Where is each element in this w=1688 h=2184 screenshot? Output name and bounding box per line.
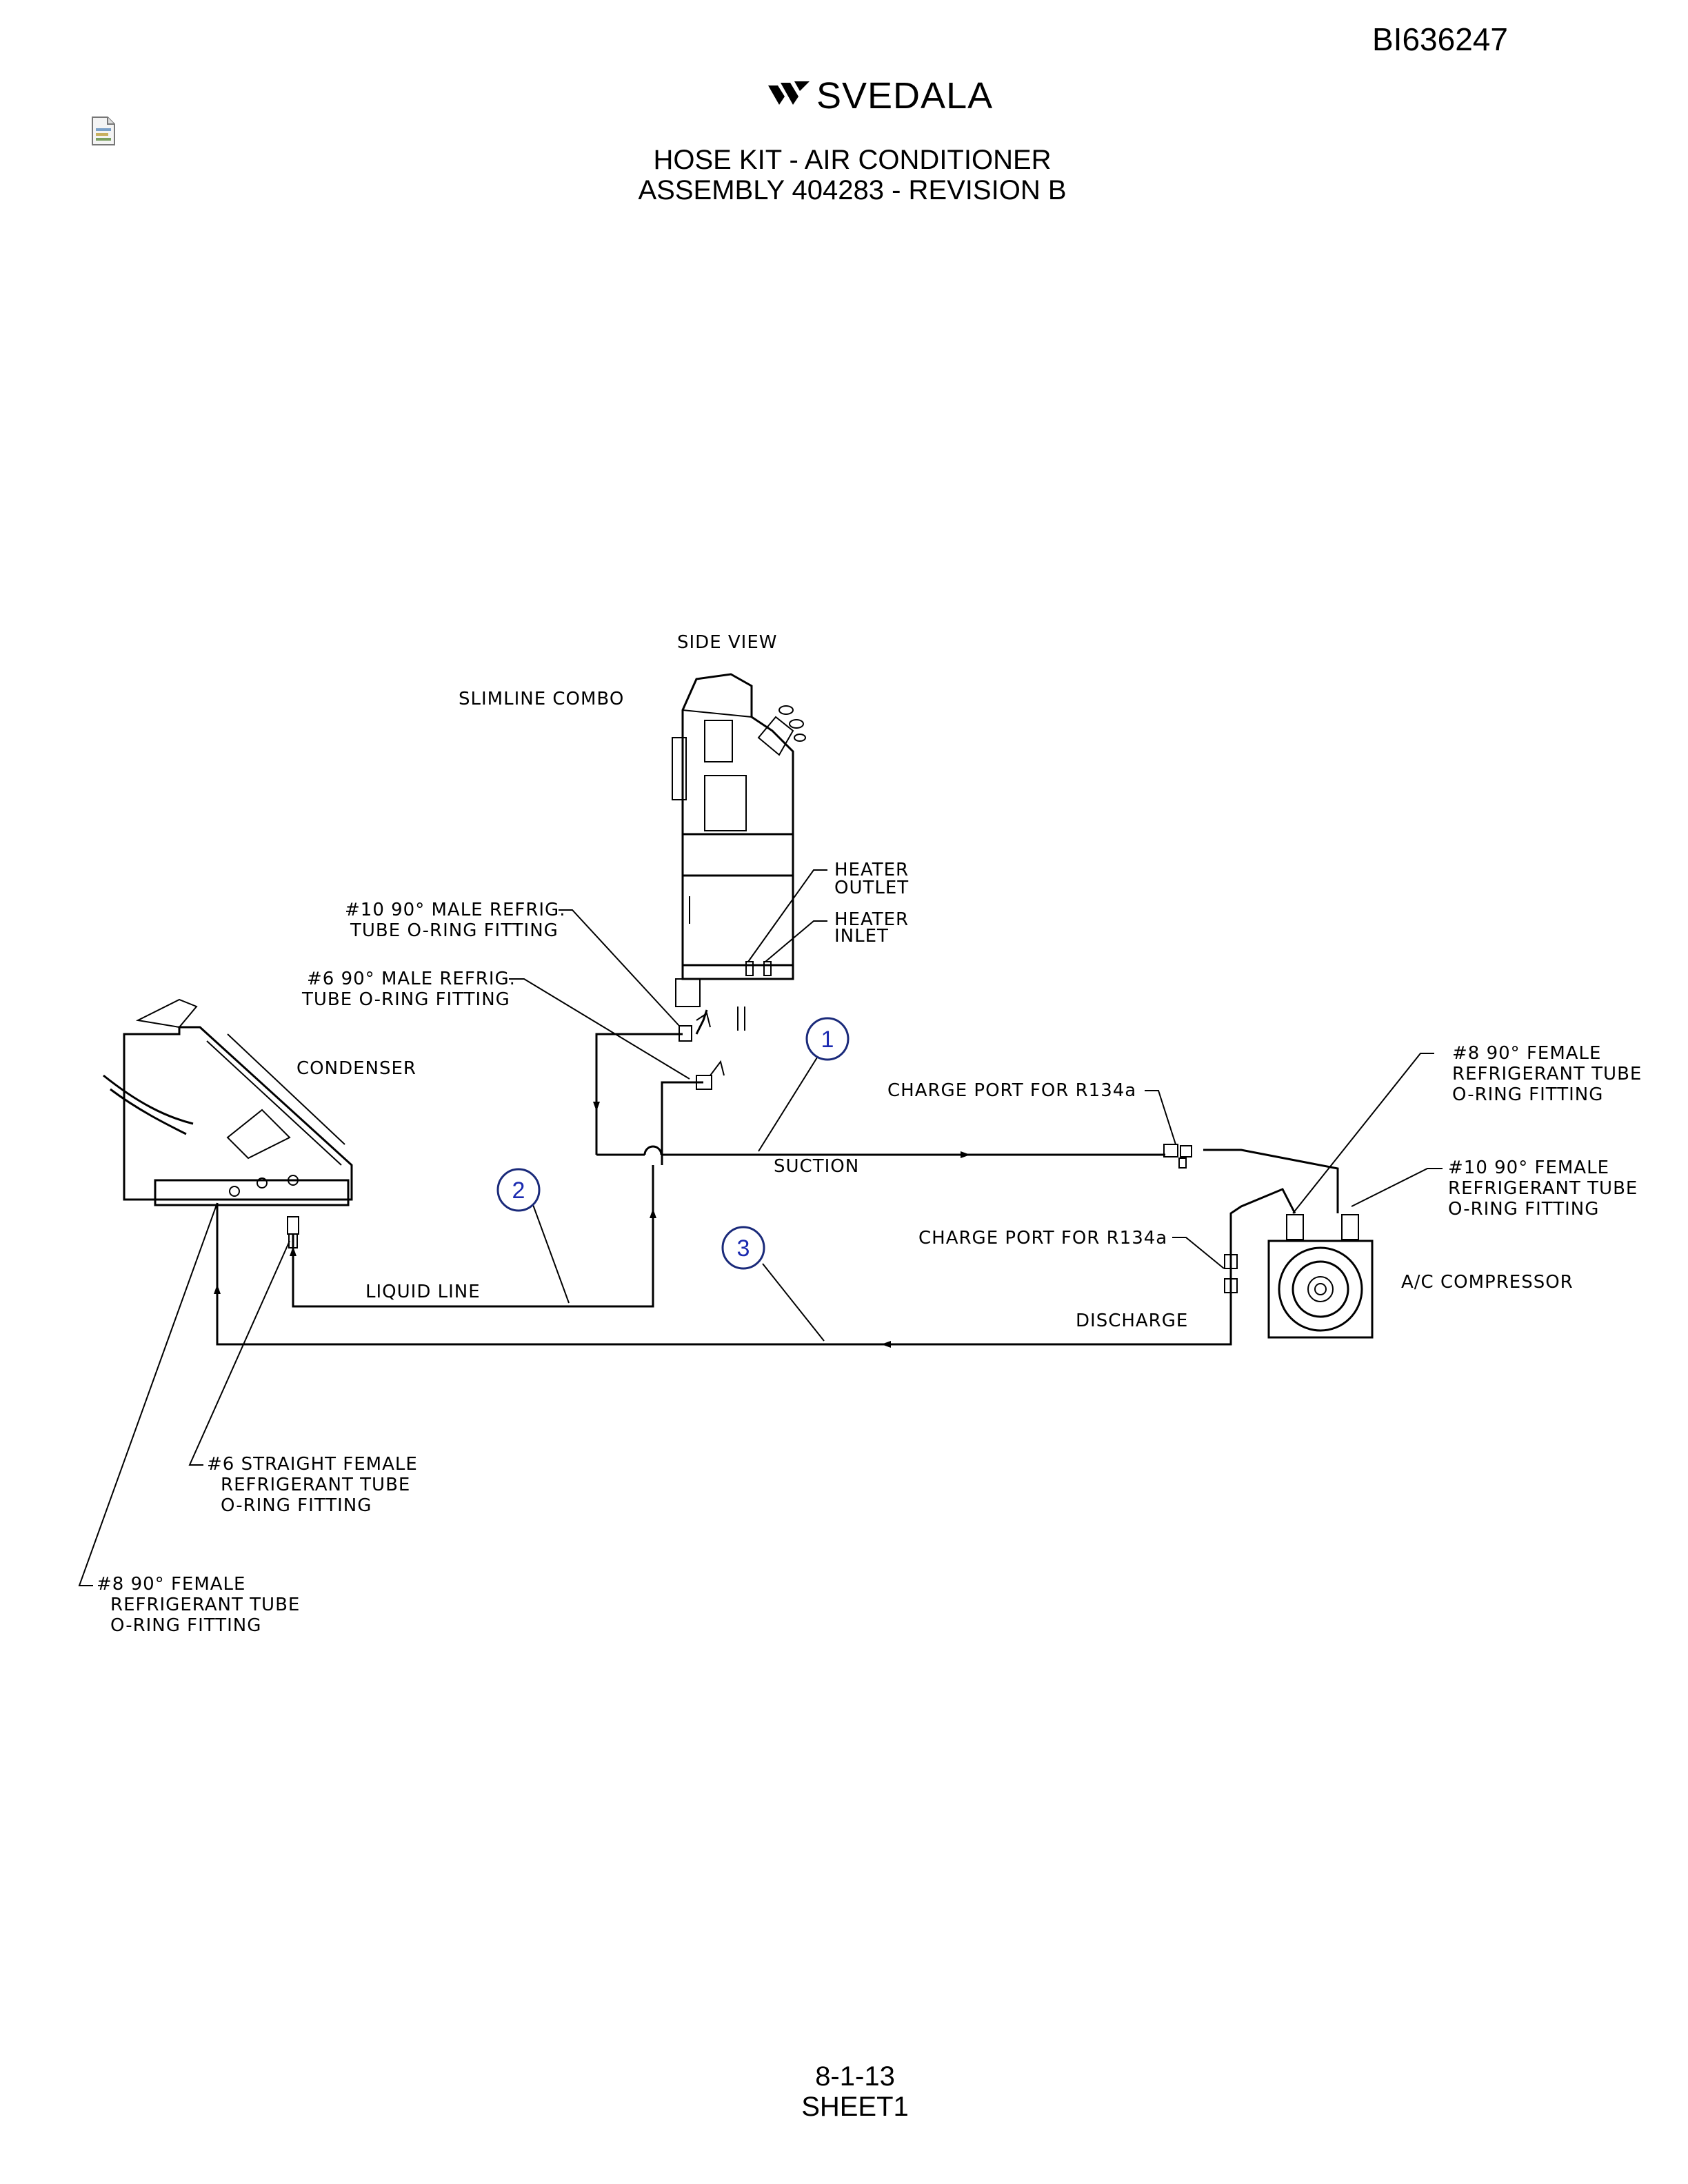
ac-compressor-label: A/C COMPRESSOR [1401, 1272, 1574, 1293]
slimline-combo-unit [672, 673, 806, 1031]
svg-text:1: 1 [821, 1027, 834, 1053]
svedala-logo-mark-icon [768, 81, 810, 105]
liquid-line-label: LIQUID LINE [365, 1282, 481, 1302]
female6-straight-label-3: O-RING FITTING [221, 1495, 372, 1516]
female8-top-label-2: REFRIGERANT TUBE [1452, 1064, 1642, 1084]
male6-fitting-label-2: TUBE O-RING FITTING [301, 989, 510, 1010]
male10-fitting-label-1: #10 90° MALE REFRIG. [345, 900, 565, 920]
condenser-unit [103, 998, 353, 1206]
page-title-line2: ASSEMBLY 404283 - REVISION B [638, 175, 1067, 205]
liquid-line [287, 1081, 703, 1308]
charge-port-label-2: CHARGE PORT FOR R134a [918, 1228, 1167, 1248]
side-view-label: SIDE VIEW [677, 632, 777, 653]
svg-text:2: 2 [512, 1177, 525, 1204]
male10-fitting-label-2: TUBE O-RING FITTING [350, 920, 559, 941]
female8-bottom-label-2: REFRIGERANT TUBE [110, 1595, 300, 1615]
callout-3: 3 [721, 1226, 765, 1270]
female8-top-label-1: #8 90° FEMALE [1452, 1043, 1601, 1064]
callout-1: 1 [805, 1017, 850, 1061]
male6-fitting-label-1: #6 90° MALE REFRIG. [307, 969, 516, 989]
suction-line [593, 1009, 1339, 1213]
ac-compressor-unit [1267, 1214, 1374, 1339]
female10-label-3: O-RING FITTING [1448, 1199, 1599, 1220]
charge-port-label-1: CHARGE PORT FOR R134a [887, 1080, 1136, 1101]
female8-top-label-3: O-RING FITTING [1452, 1084, 1603, 1105]
document-file-icon[interactable] [90, 116, 117, 146]
discharge-label: DISCHARGE [1076, 1311, 1188, 1331]
female8-bottom-label-1: #8 90° FEMALE [97, 1574, 245, 1595]
callout-2: 2 [496, 1168, 541, 1212]
female10-label-2: REFRIGERANT TUBE [1448, 1178, 1638, 1199]
heater-inlet-label-1: HEATER [834, 909, 909, 930]
page-number: 8-1-13 [815, 2061, 895, 2092]
document-id: BI636247 [1372, 21, 1508, 57]
page-title-line1: HOSE KIT - AIR CONDITIONER [653, 145, 1052, 175]
sheet-label: SHEET1 [801, 2092, 909, 2122]
heater-outlet-label-2: OUTLET [834, 878, 909, 898]
leader-lines [78, 869, 1443, 1586]
female8-bottom-label-3: O-RING FITTING [110, 1615, 261, 1636]
svedala-logo: SVEDALA [765, 74, 992, 119]
heater-outlet-label-1: HEATER [834, 860, 909, 880]
condenser-label: CONDENSER [297, 1058, 416, 1079]
slimline-combo-label: SLIMLINE COMBO [459, 689, 624, 709]
discharge-line [214, 1188, 1296, 1348]
heater-inlet-label-2: INLET [834, 926, 889, 947]
female10-label-1: #10 90° FEMALE [1448, 1157, 1609, 1178]
suction-label: SUCTION [774, 1156, 859, 1177]
female6-straight-label-1: #6 STRAIGHT FEMALE [207, 1454, 418, 1475]
brand-name: SVEDALA [816, 75, 994, 117]
svg-text:3: 3 [737, 1235, 750, 1262]
combo-fittings [679, 1012, 1192, 1169]
female6-straight-label-2: REFRIGERANT TUBE [221, 1475, 410, 1495]
